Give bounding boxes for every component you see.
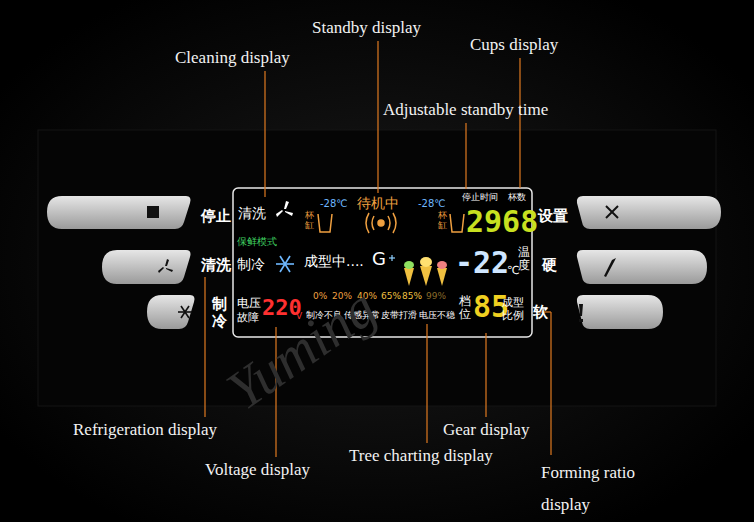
lcd-text: 电压不稳 [419, 310, 455, 320]
callout-label: Cleaning display [175, 48, 290, 68]
callout-label: Tree charting display [349, 446, 493, 466]
lcd-text: 杯数 [508, 192, 526, 202]
g-snow-icon [389, 255, 395, 261]
lcd-digits: -22 [455, 248, 509, 278]
lcd-text: 杯缸 [438, 211, 447, 231]
leader-lines [205, 41, 551, 457]
lcd-text: 档位 [459, 295, 471, 321]
lcd-text: 电压 [237, 297, 261, 311]
callout-label: Forming ratio display [541, 457, 656, 521]
button-label: 硬 [542, 257, 557, 274]
lcd-text: 皮带打滑 [381, 310, 417, 320]
lcd-text: 制冷 [237, 256, 265, 272]
callout-label: Adjustable standby time [383, 100, 548, 120]
fan-icon [276, 201, 293, 217]
snowflake-icon [276, 256, 294, 272]
lcd-text: 成型中.... [304, 253, 364, 269]
callout-label: Voltage display [205, 460, 310, 480]
control-panel [38, 130, 716, 406]
button-label: 清洗 [201, 257, 231, 274]
lcd-text: -28℃ [320, 198, 348, 210]
lcd-text: -28℃ [418, 198, 446, 210]
right-buttons [577, 196, 721, 329]
left-buttons [47, 196, 195, 329]
lcd-text: 杯缸 [305, 211, 314, 231]
lcd-text: 待机中 [357, 195, 399, 211]
button-label: 设置 [538, 208, 568, 225]
lcd-text: 保鲜模式 [237, 236, 277, 248]
lcd-text: 成型比例 [502, 297, 525, 322]
callout-label: Cups display [470, 35, 558, 55]
lcd-digits: 2968 [466, 207, 538, 237]
lcd-text: 99% [426, 291, 446, 301]
lcd-text: ℃ [507, 265, 519, 278]
wave-icon [366, 213, 396, 233]
button-label: 软 [533, 304, 548, 321]
cone-icons [404, 257, 447, 286]
callout-label: Gear display [443, 420, 529, 440]
lcd-text: G [372, 249, 386, 270]
button-label: 停止 [201, 208, 231, 225]
button-label: 制冷 [212, 296, 227, 329]
lcd-text: 清洗 [238, 205, 266, 221]
lcd-text: 温度 [518, 246, 530, 272]
lcd-text: 故障 [237, 312, 259, 325]
callout-label: Standby display [312, 18, 421, 38]
lcd-text: 65% [381, 291, 401, 301]
callout-label: Refrigeration display [73, 420, 217, 440]
lcd-text: 停止时间 [462, 192, 498, 202]
lcd-text: 85% [402, 291, 422, 301]
